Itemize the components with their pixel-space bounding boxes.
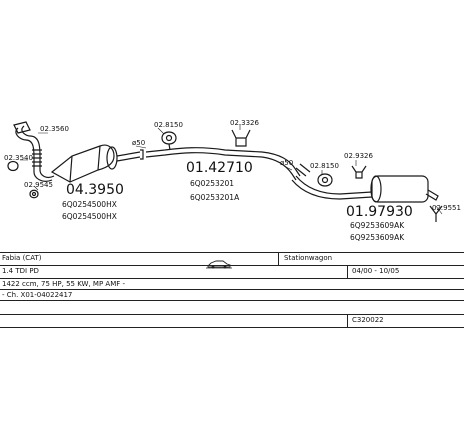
rear-pipe xyxy=(295,175,373,195)
cell-chassis: - Ch. X01-04022417 xyxy=(2,291,73,299)
cell-set-code: C320022 xyxy=(352,316,384,324)
label-middle-pipe-oe2: 6Q0253201A xyxy=(190,193,240,202)
label-silencer-number: 01.97930 xyxy=(346,204,413,220)
car-icon xyxy=(206,254,232,273)
label-catalyst-oe2: 6Q0254500HX xyxy=(62,212,117,221)
label-hanger-middle: 02.8150 xyxy=(154,121,183,129)
clamp-left xyxy=(7,160,19,172)
mount-rear xyxy=(351,165,367,179)
label-gasket-left: 02.9545 xyxy=(24,181,53,189)
label-front-pipe-bracket: 02.3560 xyxy=(40,125,69,133)
middle-pipe xyxy=(145,147,301,177)
label-tail-hanger: 02.9551 xyxy=(432,204,461,212)
label-clamp-left: 02.3540 xyxy=(4,154,33,162)
exhaust-system-diagram: 02.3560 02.3540 02.9545 04.3950 6Q025450… xyxy=(4,119,461,242)
label-diameter-front: ø50 xyxy=(132,139,146,147)
label-diameter-rear: ø50 xyxy=(280,159,294,167)
vehicle-info-table: Fabia (CAT) Stationwagon 1.4 TDI PD 04/0… xyxy=(0,252,464,328)
tail-hanger xyxy=(429,205,443,222)
front-pipe xyxy=(15,127,53,182)
label-mount-rear: 02.9326 xyxy=(344,152,373,160)
label-catalyst-oe1: 6Q0254500HX xyxy=(62,200,117,209)
cell-engine: 1.4 TDI PD xyxy=(2,267,39,275)
cell-specs: 1422 ccm, 75 HP, 55 KW, MP AMF - xyxy=(2,280,126,288)
exhaust-drawing xyxy=(7,121,443,222)
catalyst-body xyxy=(50,144,115,183)
gasket-left xyxy=(29,189,39,199)
hanger-rear xyxy=(317,173,333,187)
mount-middle xyxy=(231,129,251,147)
cell-years: 04/00 - 10/05 xyxy=(352,267,400,275)
cell-model: Fabia (CAT) xyxy=(2,254,42,262)
label-hanger-rear: 02.8150 xyxy=(310,162,339,170)
label-catalyst-number: 04.3950 xyxy=(66,182,124,198)
label-middle-pipe-oe1: 6Q0253201 xyxy=(190,179,235,188)
label-silencer-oe1: 6Q9253609AK xyxy=(350,221,405,230)
label-middle-pipe-number: 01.42710 xyxy=(186,160,253,176)
front-pipe-flange xyxy=(13,121,31,134)
rear-silencer-box xyxy=(371,175,429,203)
label-mount-middle: 02.3326 xyxy=(230,119,259,127)
hanger-middle xyxy=(161,131,177,145)
cell-body-type: Stationwagon xyxy=(284,254,333,262)
label-silencer-oe2: 6Q9253609AK xyxy=(350,233,405,242)
